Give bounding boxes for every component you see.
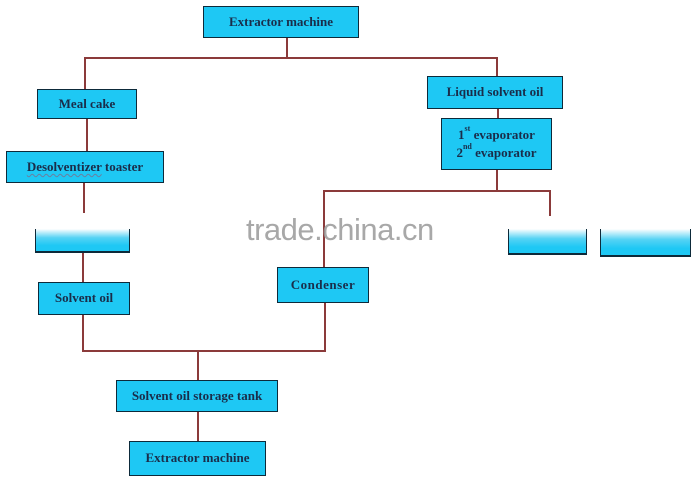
- connector-to-hidden-right: [549, 190, 551, 216]
- node-label: Desolventizer toaster: [27, 158, 143, 176]
- connector-liquid-evap: [497, 108, 499, 120]
- node-label: Solvent oil: [54, 290, 114, 306]
- watermark: trade.china.cn: [246, 212, 434, 247]
- node-solvent-oil-storage-tank: Solvent oil storage tank: [116, 380, 278, 412]
- node-solvent-oil: Solvent oil: [38, 282, 130, 315]
- node-evaporators: 1st evaporator 2nd evaporator: [441, 118, 552, 170]
- node-label: Solvent oil storage tank: [131, 387, 263, 403]
- connector-to-meal-cake: [84, 57, 86, 90]
- evap2-label: evaporator: [471, 145, 537, 160]
- connector-to-condenser: [323, 190, 325, 268]
- connector-bottom-bus: [82, 350, 326, 352]
- node-obscured-left: [35, 229, 130, 253]
- connector-to-liquid-solvent: [496, 57, 498, 78]
- connector-top-stem: [286, 38, 288, 57]
- node-label-evaporator-2: 2nd evaporator: [456, 142, 537, 162]
- node-extractor-machine-bottom: Extractor machine: [129, 441, 266, 476]
- evap1-label: evaporator: [470, 126, 535, 142]
- node-label: Meal cake: [58, 95, 116, 111]
- connector-solvent-down: [82, 314, 84, 351]
- node-desolventizer-toaster: Desolventizer toaster: [6, 151, 164, 183]
- connector-storage-extractor: [197, 411, 199, 441]
- node-obscured-right-1: [508, 229, 587, 255]
- node-condenser: Condenser: [277, 267, 369, 303]
- node-liquid-solvent-oil: Liquid solvent oil: [427, 76, 563, 109]
- evap2-sup: nd: [462, 142, 472, 151]
- node-label: Condenser: [290, 276, 356, 292]
- node-label-rest: toaster: [101, 158, 144, 174]
- node-meal-cake: Meal cake: [37, 89, 137, 119]
- evap1-num: 1: [458, 126, 465, 142]
- evap2-num: 2: [456, 145, 463, 160]
- connector-evap-stem: [496, 169, 498, 190]
- node-label: Liquid solvent oil: [446, 84, 544, 100]
- connector-desolv-hidden: [83, 183, 85, 213]
- node-extractor-machine-top: Extractor machine: [203, 6, 359, 38]
- node-label-evaporator-1: 1st evaporator: [458, 123, 535, 144]
- node-label: Extractor machine: [228, 13, 334, 29]
- connector-meal-desolv: [86, 118, 88, 152]
- node-label: Extractor machine: [145, 450, 250, 466]
- connector-to-storage: [197, 350, 199, 380]
- node-obscured-right-2: [600, 229, 691, 257]
- connector-top-bus: [84, 57, 498, 59]
- connector-condenser-down: [324, 302, 326, 351]
- connector-evap-bus: [323, 190, 551, 192]
- node-label-spellcheck-word: Desolventizer: [26, 158, 102, 174]
- evap1-sup: st: [464, 123, 471, 133]
- connector-hidden-solvent: [82, 253, 84, 283]
